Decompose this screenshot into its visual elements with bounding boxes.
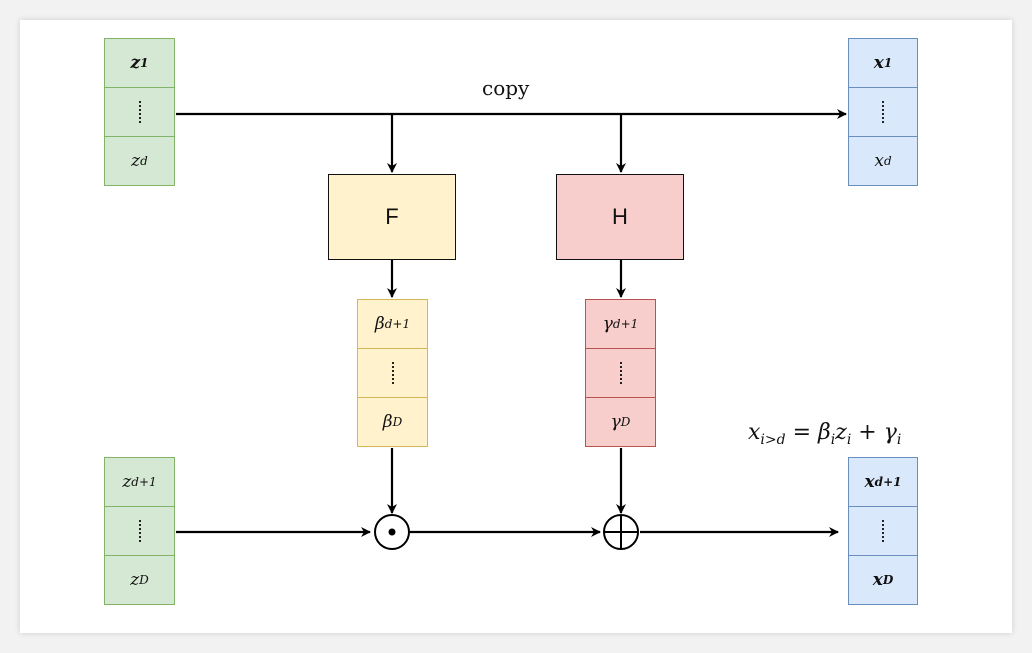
gamma-ellipsis-cell bbox=[585, 348, 656, 398]
x-top-first-symbol: x bbox=[873, 53, 884, 73]
x-top-ellipsis-cell bbox=[848, 87, 918, 137]
z-bottom-last-symbol: z bbox=[130, 570, 140, 590]
x-bottom-last-symbol: x bbox=[872, 570, 883, 590]
z-top-last-sub: d bbox=[140, 154, 148, 168]
connector-layer bbox=[176, 109, 847, 550]
vertical-ellipsis-icon bbox=[138, 101, 141, 123]
beta-last-symbol: β bbox=[382, 412, 393, 432]
eq-mid: z bbox=[835, 420, 847, 445]
z-top-first-symbol: z bbox=[130, 53, 141, 73]
gamma-last-symbol: γ bbox=[610, 412, 621, 432]
z-bottom-first-sub: d+1 bbox=[131, 475, 157, 489]
eq-rhs: = β bbox=[792, 420, 831, 445]
affine-coupling-equation: xi>d = βizi + γi bbox=[748, 420, 901, 448]
vertical-ellipsis-icon bbox=[882, 520, 884, 542]
z-top-ellipsis-cell bbox=[104, 87, 175, 137]
z-bottom-ellipsis-cell bbox=[104, 506, 175, 556]
eq-plus-sub: i bbox=[896, 432, 902, 448]
z-top-last-symbol: z bbox=[131, 151, 141, 171]
gamma-last-sub: D bbox=[620, 415, 631, 429]
function-f-box: F bbox=[328, 174, 456, 260]
function-h-box: H bbox=[556, 174, 684, 260]
eq-plus: + γ bbox=[851, 420, 897, 445]
x-top-last-sub: d bbox=[883, 154, 892, 168]
x-bottom-first-sub: d+1 bbox=[874, 475, 902, 489]
gamma-first-sub: d+1 bbox=[612, 317, 639, 331]
eq-lhs: x bbox=[748, 420, 761, 445]
x-top-last-symbol: x bbox=[874, 151, 884, 171]
eq-rhs-sub: i bbox=[830, 432, 836, 448]
beta-first-sub: d+1 bbox=[384, 317, 411, 331]
eq-mid-sub: i bbox=[846, 432, 852, 448]
vertical-ellipsis-icon bbox=[391, 362, 394, 384]
beta-last-sub: D bbox=[392, 415, 403, 429]
x-bottom-first-symbol: x bbox=[864, 472, 875, 492]
hadamard-product-icon bbox=[374, 514, 410, 550]
x-bottom-last-sub: D bbox=[882, 573, 894, 587]
beta-first-symbol: β bbox=[374, 314, 385, 334]
copy-label: copy bbox=[482, 76, 530, 100]
z-bottom-last-sub: D bbox=[139, 573, 149, 587]
vertical-ellipsis-icon bbox=[138, 520, 141, 542]
gamma-first-symbol: γ bbox=[602, 314, 613, 334]
addition-icon bbox=[603, 514, 639, 550]
z-top-first-sub: 1 bbox=[140, 56, 149, 70]
z-bottom-first-symbol: z bbox=[122, 472, 132, 492]
eq-lhs-sub: i>d bbox=[760, 432, 786, 448]
vertical-ellipsis-icon bbox=[882, 101, 884, 123]
vertical-ellipsis-icon bbox=[619, 362, 622, 384]
beta-ellipsis-cell bbox=[357, 348, 428, 398]
x-top-first-sub: 1 bbox=[883, 56, 893, 70]
x-bottom-ellipsis-cell bbox=[848, 506, 918, 556]
